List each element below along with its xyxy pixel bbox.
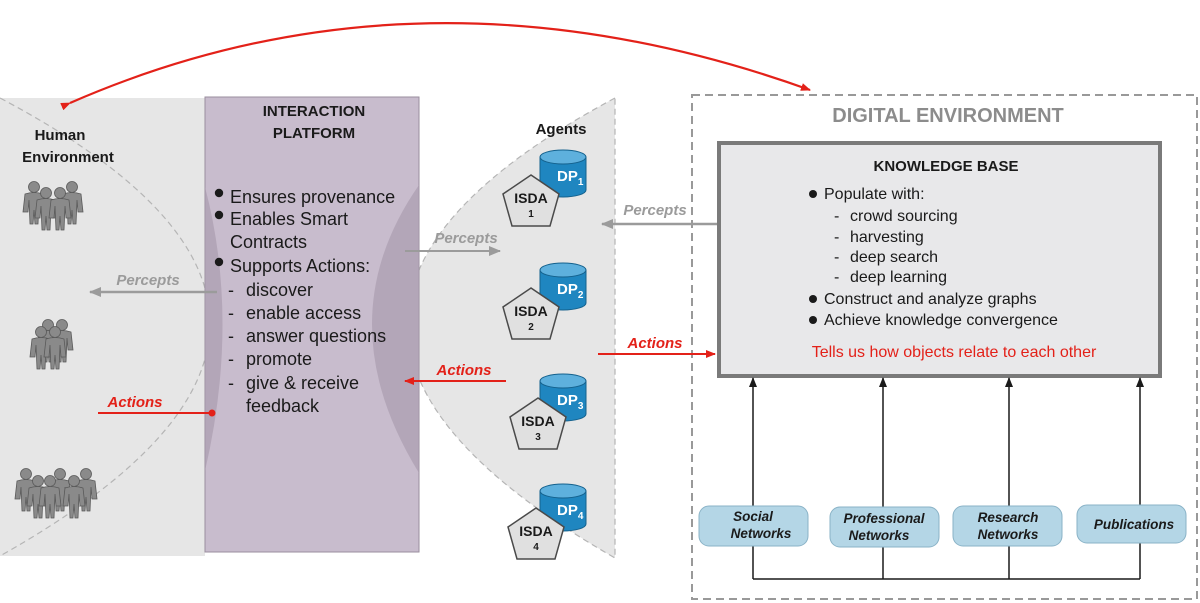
digital-environment-frame — [691, 94, 1198, 600]
platform-bullet — [214, 188, 224, 198]
isda-number: 3 — [535, 432, 541, 443]
isda-number: 4 — [533, 542, 539, 553]
isda-label: ISDA — [514, 190, 547, 206]
source-professional-networks — [829, 506, 940, 548]
source-research-networks — [952, 505, 1063, 547]
isda-pentagon-icon — [507, 507, 565, 560]
platform-title: INTERACTION — [263, 103, 366, 120]
platform-bullet — [214, 257, 224, 267]
knowledge-base-box — [717, 141, 1162, 378]
agent-3: DP3 ISDA 3 — [509, 373, 587, 450]
data-pool-cylinder-icon — [539, 149, 587, 198]
isda-label: ISDA — [514, 303, 547, 319]
knowledge-base-title: KNOWLEDGE BASE — [873, 158, 1018, 175]
isda-number: 1 — [528, 209, 534, 220]
platform-dash: - — [228, 280, 234, 300]
source-label: Networks — [849, 528, 910, 543]
people-group-icon — [14, 468, 98, 519]
human-actions-dot — [208, 409, 216, 417]
platform-sub-item: feedback — [246, 396, 320, 416]
platform-sub-item: enable access — [246, 303, 361, 323]
platform-dash: - — [228, 303, 234, 323]
isda-label: ISDA — [521, 413, 554, 429]
kb-bullet — [809, 190, 817, 198]
kb-populate-item: deep search — [850, 249, 938, 266]
isda-pentagon-icon — [502, 174, 560, 227]
agent-4: DP4 ISDA 4 — [507, 483, 587, 560]
digital-environment-title: DIGITAL ENVIRONMENT — [832, 105, 1063, 127]
top-connection-arrow — [60, 22, 811, 111]
platform-bullet — [214, 210, 224, 220]
source-label: Research — [978, 510, 1039, 525]
digital-percepts-label: Percepts — [623, 202, 686, 219]
kb-dash: - — [834, 249, 839, 266]
platform-item: Enables Smart — [230, 209, 348, 229]
agents-percepts-label: Percepts — [434, 230, 497, 247]
platform-dash: - — [228, 373, 234, 393]
kb-tagline: Tells us how objects relate to each othe… — [812, 344, 1097, 361]
data-pool-cylinder-icon — [539, 262, 587, 311]
platform-item: Ensures provenance — [230, 187, 395, 207]
kb-bullet — [809, 295, 817, 303]
source-label: Networks — [978, 527, 1039, 542]
kb-dash: - — [834, 208, 839, 225]
agents-actions-label: Actions — [435, 362, 491, 379]
source-publications — [1076, 504, 1187, 544]
platform-overlap-agents — [372, 185, 419, 473]
kb-bullet-text: Achieve knowledge convergence — [824, 312, 1058, 329]
platform-dash: - — [228, 326, 234, 346]
source-label: Social — [733, 509, 773, 524]
kb-populate: Populate with: — [824, 186, 925, 203]
source-label: Networks — [731, 526, 792, 541]
kb-bullet — [809, 316, 817, 324]
digital-actions-label: Actions — [626, 335, 682, 352]
data-pool-label: DP1 — [557, 168, 584, 188]
platform-sub-item: give & receive — [246, 373, 359, 393]
kb-populate-item: crowd sourcing — [850, 208, 958, 225]
data-pool-label: DP3 — [557, 392, 584, 412]
agents-title: Agents — [536, 121, 587, 138]
agent-2: DP2 ISDA 2 — [502, 262, 587, 340]
source-social-networks — [698, 505, 809, 547]
human-environment-title: Human — [35, 127, 86, 144]
human-actions-label: Actions — [106, 394, 162, 411]
isda-pentagon-icon — [502, 287, 560, 340]
platform-sub-item: answer questions — [246, 326, 386, 346]
kb-bullet-text: Construct and analyze graphs — [824, 291, 1037, 308]
human-environment-title: Environment — [22, 149, 114, 166]
kb-dash: - — [834, 269, 839, 286]
human-percepts-label: Percepts — [116, 272, 179, 289]
platform-dash: - — [228, 349, 234, 369]
platform-item: Contracts — [230, 232, 307, 252]
source-label: Professional — [843, 511, 924, 526]
platform-sub-item: discover — [246, 280, 313, 300]
isda-number: 2 — [528, 322, 534, 333]
platform-title: PLATFORM — [273, 125, 355, 142]
isda-label: ISDA — [519, 523, 552, 539]
source-label: Publications — [1094, 517, 1175, 532]
platform-sub-item: promote — [246, 349, 312, 369]
data-pool-label: DP4 — [557, 502, 584, 522]
kb-populate-item: deep learning — [850, 269, 947, 286]
isda-pentagon-icon — [509, 397, 567, 450]
kb-dash: - — [834, 229, 839, 246]
agent-1: DP1 ISDA 1 — [502, 149, 587, 227]
kb-populate-item: harvesting — [850, 229, 924, 246]
platform-item: Supports Actions: — [230, 256, 370, 276]
data-pool-label: DP2 — [557, 281, 584, 301]
